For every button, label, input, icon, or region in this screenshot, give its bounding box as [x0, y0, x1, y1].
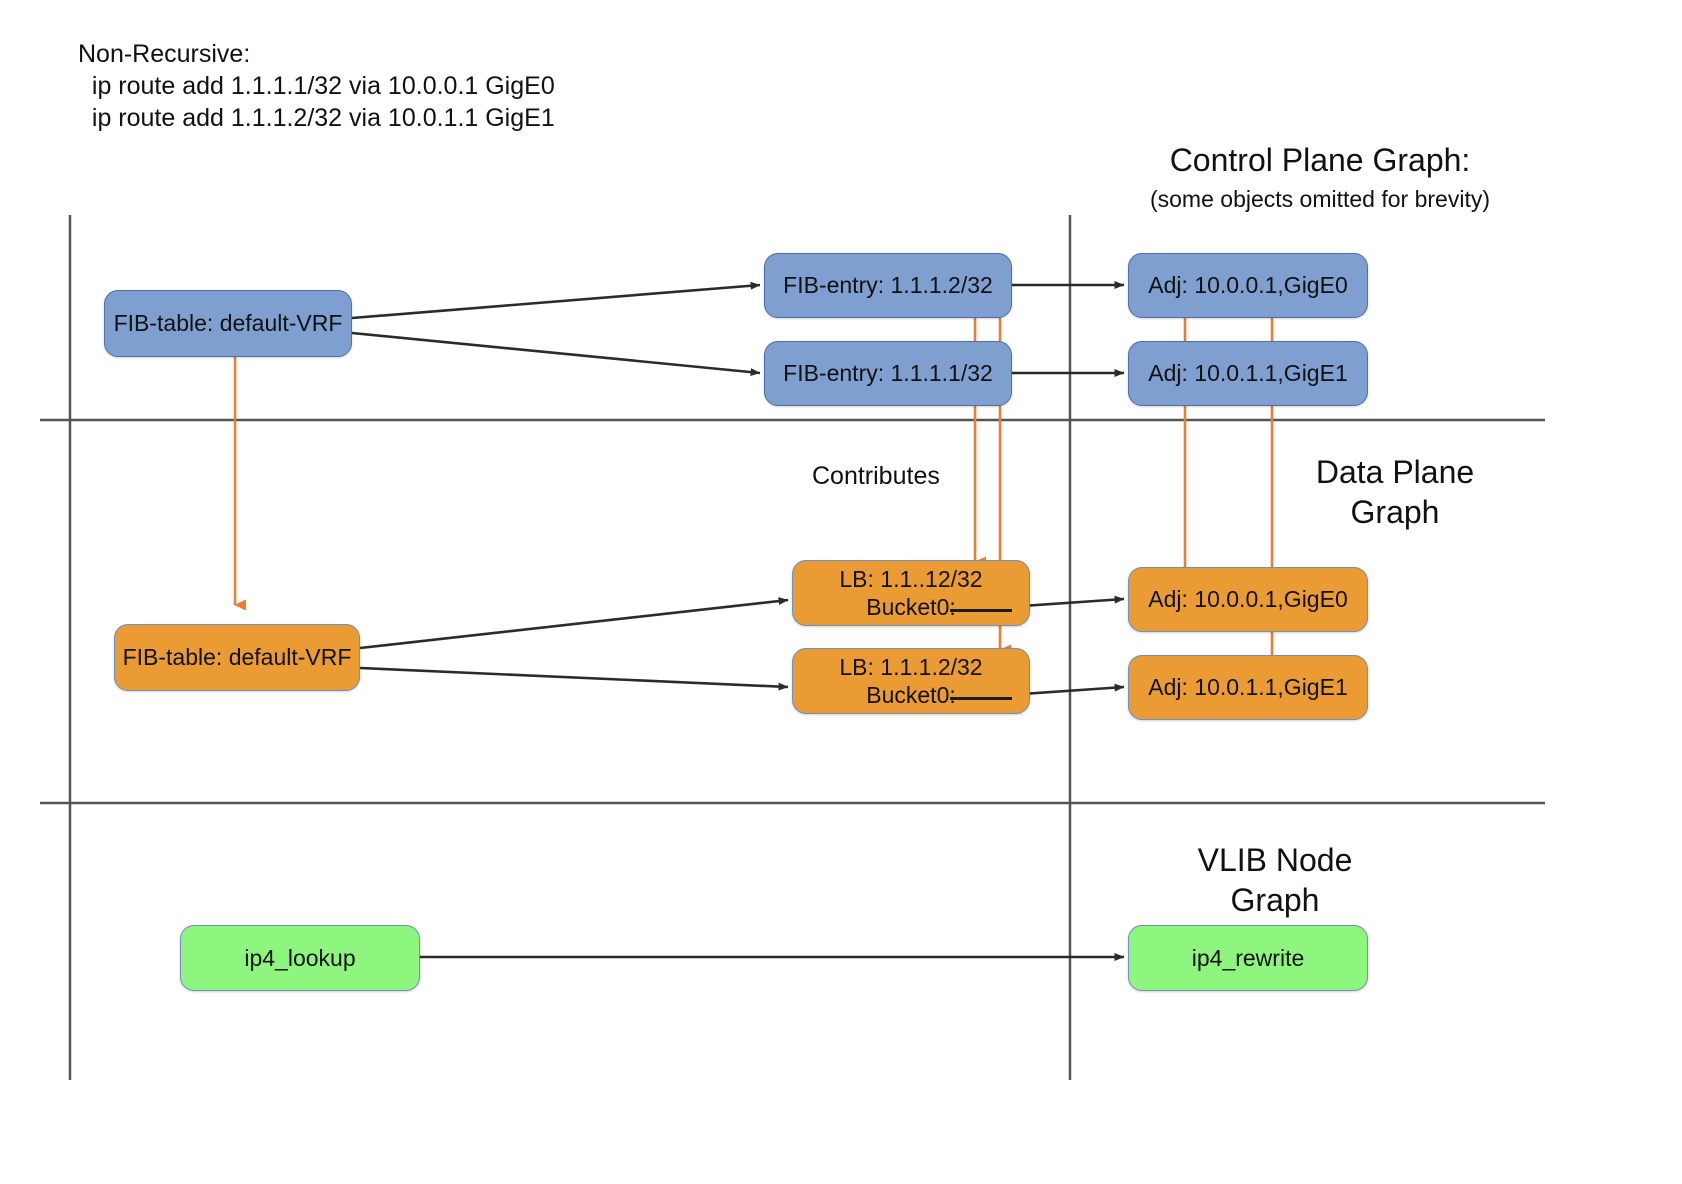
node-label: FIB-entry: 1.1.1.2/32 — [783, 272, 993, 299]
node-cp-fib-entry-1111[interactable]: FIB-entry: 1.1.1.1/32 — [764, 341, 1012, 406]
data-plane-title-line1: Data Plane — [1315, 454, 1475, 490]
node-dp-adj-10-0-0-1[interactable]: Adj: 10.0.0.1,GigE0 — [1128, 567, 1368, 632]
node-dp-adj-10-0-1-1[interactable]: Adj: 10.0.1.1,GigE1 — [1128, 655, 1368, 720]
header-line-1: Non-Recursive: — [78, 40, 251, 68]
node-label-line1: LB: 1.1..12/32 — [839, 565, 983, 592]
control-plane-title: Control Plane Graph: — [1169, 142, 1471, 178]
node-label-line1: LB: 1.1.1.2/32 — [839, 653, 983, 680]
node-dp-lb-1112[interactable]: LB: 1.1..12/32 Bucket0: — [792, 560, 1030, 626]
vlib-title-line2: Graph — [1230, 882, 1320, 918]
node-label: FIB-table: default-VRF — [113, 310, 343, 337]
node-label-line2: Bucket0: — [866, 594, 956, 620]
control-plane-subtitle: (some objects omitted for brevity) — [1149, 186, 1490, 212]
header-line-3: ip route add 1.1.1.2/32 via 10.0.1.1 Gig… — [78, 104, 555, 132]
node-label: Adj: 10.0.0.1,GigE0 — [1148, 272, 1348, 299]
node-label: Adj: 10.0.0.1,GigE0 — [1148, 586, 1348, 613]
header-line-2: ip route add 1.1.1.1/32 via 10.0.0.1 Gig… — [78, 72, 555, 100]
node-label: FIB-table: default-VRF — [122, 644, 352, 671]
node-cp-adj-10-0-0-1[interactable]: Adj: 10.0.0.1,GigE0 — [1128, 253, 1368, 318]
node-label: Adj: 10.0.1.1,GigE1 — [1148, 360, 1348, 387]
node-cp-fib-entry-1112[interactable]: FIB-entry: 1.1.1.2/32 — [764, 253, 1012, 318]
node-label: Adj: 10.0.1.1,GigE1 — [1148, 674, 1348, 701]
node-label: FIB-entry: 1.1.1.1/32 — [783, 360, 993, 387]
vlib-title-line1: VLIB Node — [1197, 842, 1353, 878]
node-label: ip4_lookup — [244, 944, 356, 971]
node-vlib-ip4-lookup[interactable]: ip4_lookup — [180, 925, 420, 991]
node-cp-fib-table[interactable]: FIB-table: default-VRF — [104, 290, 352, 357]
contributes-label: Contributes — [812, 462, 940, 490]
bucket0-connector-top — [950, 609, 1012, 612]
node-cp-adj-10-0-1-1[interactable]: Adj: 10.0.1.1,GigE1 — [1128, 341, 1368, 406]
node-dp-fib-table[interactable]: FIB-table: default-VRF — [114, 624, 360, 691]
node-label-line2: Bucket0: — [866, 682, 956, 708]
node-dp-lb-1112b[interactable]: LB: 1.1.1.2/32 Bucket0: — [792, 648, 1030, 714]
node-label: ip4_rewrite — [1191, 944, 1305, 971]
bucket0-connector-bottom — [950, 697, 1012, 700]
data-plane-title-line2: Graph — [1350, 494, 1440, 530]
node-vlib-ip4-rewrite[interactable]: ip4_rewrite — [1128, 925, 1368, 991]
